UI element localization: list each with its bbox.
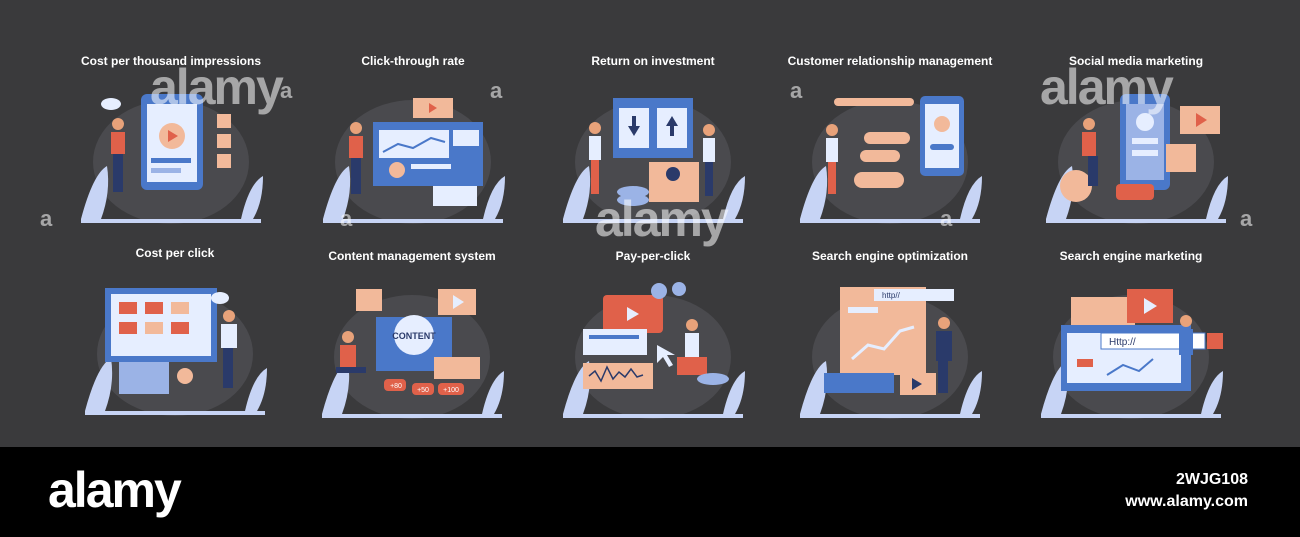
panel-title: Search engine marketing <box>1059 249 1203 263</box>
panel-cpm: Cost per thousand impressions <box>71 54 271 244</box>
watermark-letter: a <box>340 206 353 231</box>
watermark-letter: a <box>280 78 293 103</box>
panel-title: Click-through rate <box>361 54 465 68</box>
plus100-label: +100 <box>443 387 459 394</box>
panel-cpc: Cost per click <box>75 246 275 436</box>
panel-title: Customer relationship management <box>787 54 993 68</box>
cpc-illustration-icon <box>85 288 267 416</box>
panel-roi: Return on investment <box>553 54 753 244</box>
panel-title: Pay-per-click <box>615 249 691 263</box>
watermark-word: alamy <box>150 59 284 115</box>
panel-sem: Search engine marketing Http:// <box>1031 249 1231 439</box>
watermark-word: alamy <box>595 191 729 247</box>
footer-bar: alamy 2WJG108 www.alamy.com <box>0 447 1300 537</box>
infographic-canvas: Cost per thousand impressions Click-thro… <box>0 0 1300 447</box>
watermark-word: alamy <box>1040 59 1174 115</box>
smm-illustration-icon <box>1046 94 1228 224</box>
panel-title: Return on investment <box>591 54 715 68</box>
cpm-illustration-icon <box>81 94 263 224</box>
watermark-letter: a <box>40 206 53 231</box>
plus80-label: +80 <box>390 383 402 390</box>
alamy-logo: alamy <box>48 462 182 518</box>
ppc-illustration-icon <box>563 282 745 419</box>
panel-crm: Customer relationship management <box>788 54 992 244</box>
panel-seo: Search engine optimization http// <box>790 249 990 439</box>
ctr-illustration-icon <box>323 98 505 224</box>
panel-title: Search engine optimization <box>811 249 969 263</box>
panel-title: Cost per click <box>135 246 215 260</box>
panel-cms: Content management system CONTENT +80 +5… <box>312 249 512 439</box>
roi-illustration-icon <box>563 98 745 224</box>
content-label: CONTENT <box>392 331 436 341</box>
cms-illustration-icon: CONTENT +80 +50 +100 <box>322 289 504 419</box>
watermark-letter: a <box>490 78 503 103</box>
watermark-letter: a <box>940 206 953 231</box>
seo-illustration-icon: http// <box>800 287 982 419</box>
panel-title: Social media marketing <box>1068 54 1204 68</box>
panel-smm: Social media marketing <box>1036 54 1236 244</box>
panel-title: Content management system <box>328 249 496 263</box>
http-label: http// <box>882 291 901 300</box>
plus50-label: +50 <box>417 387 429 394</box>
http2-label: Http:// <box>1109 337 1136 348</box>
panel-ctr: Click-through rate <box>313 54 513 244</box>
watermark-letter: a <box>1240 206 1253 231</box>
panel-ppc: Pay-per-click <box>553 249 753 439</box>
watermark-letter: a <box>790 78 803 103</box>
crm-illustration-icon <box>800 96 982 224</box>
image-id: 2WJG108 <box>1175 471 1248 488</box>
panel-title: Cost per thousand impressions <box>80 54 262 68</box>
sem-illustration-icon: Http:// <box>1041 289 1223 419</box>
site-url[interactable]: www.alamy.com <box>1125 493 1248 510</box>
